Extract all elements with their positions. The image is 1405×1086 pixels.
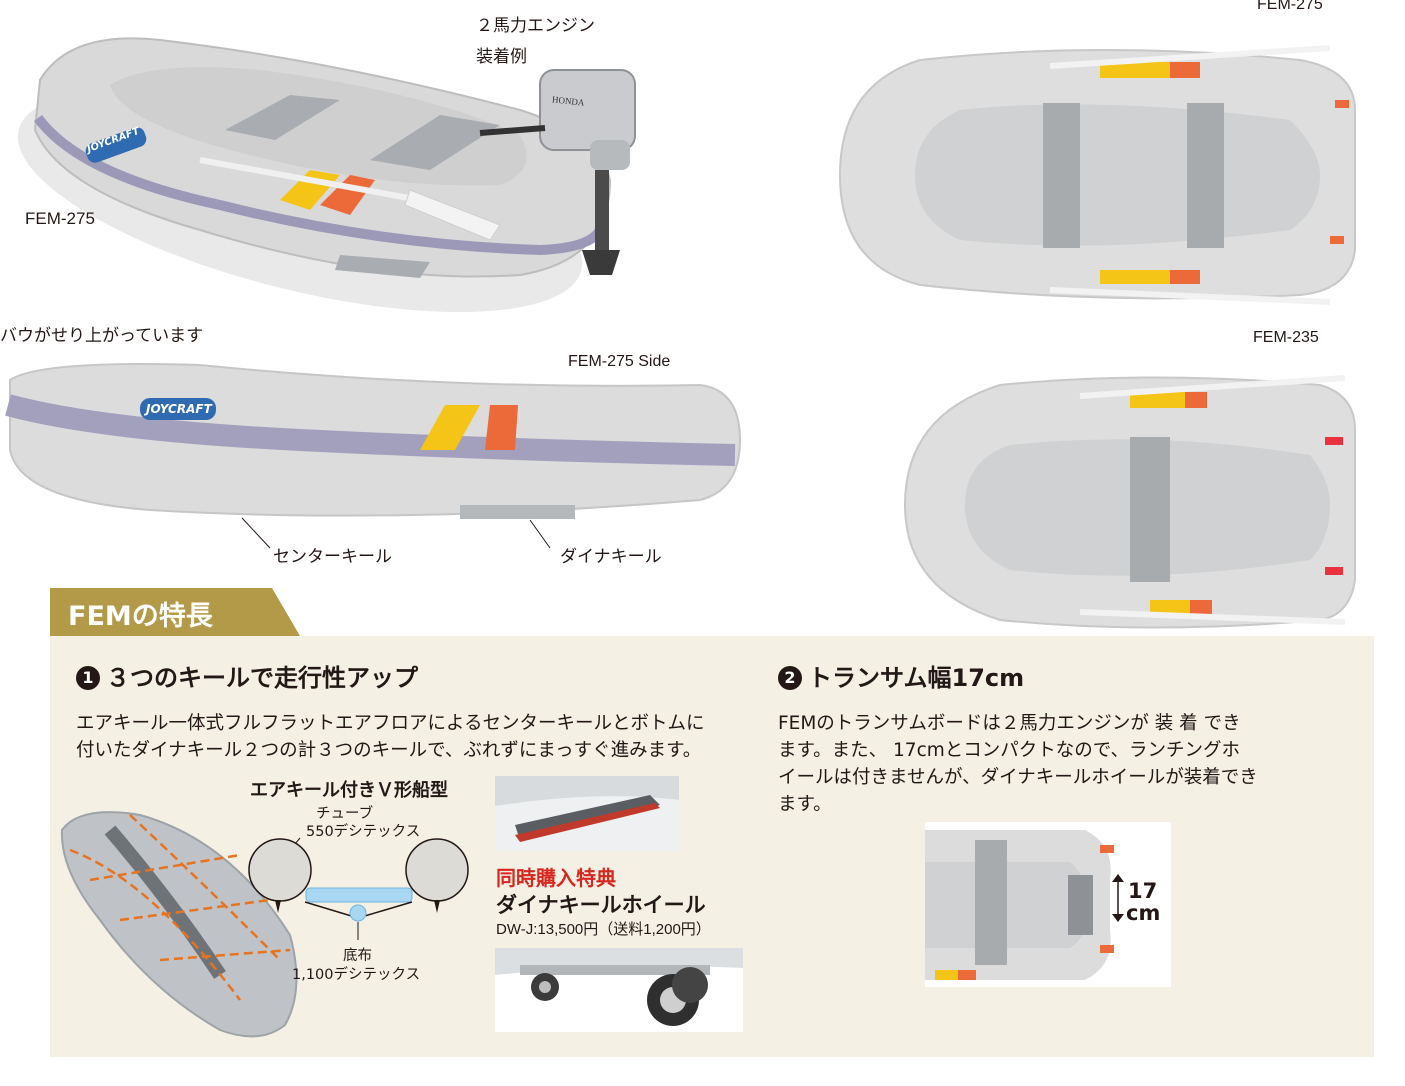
bottom-fabric-spec: 1,100デシテックス bbox=[292, 967, 421, 983]
dyna-keel-label: ダイナキール bbox=[560, 547, 662, 567]
feature2-body-line2: ます。また、 17cmとコンパクトなので、ランチングホ bbox=[778, 740, 1241, 761]
tube-spec: 550デシテックス bbox=[306, 824, 421, 840]
bottom-fabric-label: 底布 bbox=[343, 948, 372, 964]
features-title: FEMの特長 bbox=[68, 601, 213, 632]
promo-label: 同時購入特典 bbox=[496, 866, 616, 890]
feature2-body-line4: ます。 bbox=[778, 794, 832, 815]
feature2-number: 2 bbox=[778, 666, 802, 690]
center-keel-label: センターキール bbox=[273, 547, 392, 567]
product-name: ダイナキールホイール bbox=[496, 893, 706, 917]
fem275-label-left: FEM-275 bbox=[25, 209, 95, 228]
feature2-body-line1: FEMのトランサムボードは２馬力エンジンが 装 着 でき bbox=[778, 713, 1241, 734]
transom-measure-unit: cm bbox=[1126, 901, 1161, 925]
feature1-number: 1 bbox=[76, 666, 100, 690]
fem275-label-top-right: FEM-275 bbox=[1257, 0, 1323, 13]
engine-caption-line1: ２馬力エンジン bbox=[476, 16, 595, 36]
feature2-body-line3: イールは付きませんが、ダイナキールホイールが装着でき bbox=[778, 767, 1258, 788]
product-price: DW-J:13,500円（送料1,200円） bbox=[496, 921, 711, 938]
feature2-title-text: トランサム幅17cm bbox=[808, 664, 1025, 692]
feature1-title-text: ３つのキールで走行性アップ bbox=[106, 664, 418, 692]
tube-label: チューブ bbox=[316, 806, 374, 822]
fem235-label: FEM-235 bbox=[1253, 329, 1319, 346]
engine-caption-line2: 装着例 bbox=[476, 47, 527, 67]
transom-measure-value: 17 bbox=[1128, 879, 1158, 903]
feature1-body-line2: 付いたダイナキール２つの計３つのキールで、ぶれずにまっすぐ進みます。 bbox=[76, 740, 702, 761]
feature1-body-line1: エアキール一体式フルフラットエアフロアによるセンターキールとボトムに bbox=[76, 713, 705, 734]
fem275-side-label: FEM-275 Side bbox=[568, 353, 671, 370]
bow-note: バウがせり上がっています bbox=[0, 326, 204, 346]
brand-logo-side: JOYCRAFT bbox=[146, 402, 212, 416]
vhull-diagram-title: エアキール付きＶ形船型 bbox=[250, 780, 448, 801]
features-header-banner bbox=[50, 588, 300, 636]
